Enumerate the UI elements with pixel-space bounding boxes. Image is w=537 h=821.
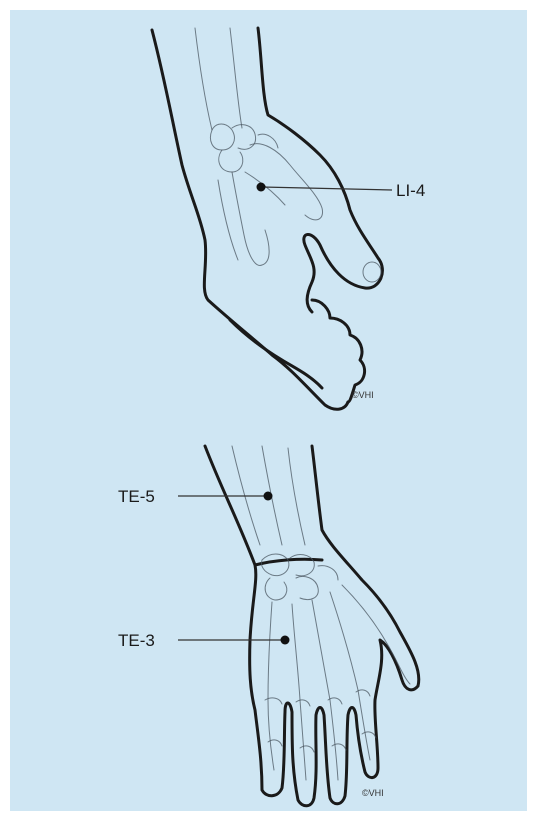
te5-point: [264, 492, 273, 501]
li4-point: [257, 183, 266, 192]
te3-label: TE-3: [118, 631, 155, 650]
copyright-mark-bottom: ©VHI: [362, 788, 384, 798]
copyright-mark-top: ©VHI: [352, 390, 374, 400]
li4-label: LI-4: [396, 181, 425, 200]
te3-point: [281, 636, 290, 645]
te5-label: TE-5: [118, 487, 155, 506]
